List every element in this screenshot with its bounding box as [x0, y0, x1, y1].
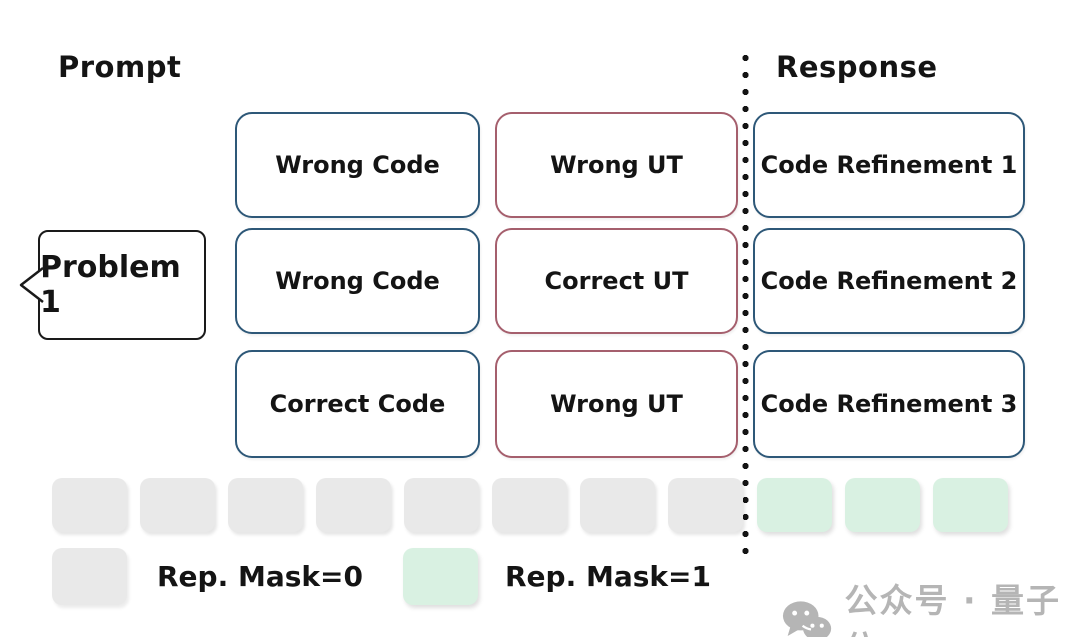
mask0-token [404, 478, 479, 532]
mask0-token [228, 478, 303, 532]
mask0-legend-swatch [52, 548, 127, 605]
code-refinement-box-1: Code Refinement 1 [753, 112, 1025, 218]
box-label: Wrong UT [550, 390, 683, 418]
mask0-token-row [52, 478, 743, 532]
mask0-token [668, 478, 743, 532]
watermark-text: 公众号 · 量子位 [844, 581, 1062, 637]
mask0-token [140, 478, 215, 532]
mask0-token [580, 478, 655, 532]
box-label: Wrong UT [550, 151, 683, 179]
code-refinement-box-2: Code Refinement 2 [753, 228, 1025, 334]
box-label: Wrong Code [275, 151, 440, 179]
box-label: Code Refinement 1 [760, 151, 1018, 179]
mask0-token [52, 478, 127, 532]
problem-speech-bubble: Problem 1 [19, 230, 206, 340]
box-label: Code Refinement 2 [760, 267, 1018, 295]
speech-bubble-tail [19, 267, 44, 303]
correct-ut-box: Correct UT [495, 228, 738, 334]
problem-label: Problem 1 [40, 250, 181, 320]
code-refinement-box-3: Code Refinement 3 [753, 350, 1025, 458]
wrong-ut-box-1: Wrong UT [495, 112, 738, 218]
response-header: Response [776, 50, 938, 84]
mask1-legend-swatch [403, 548, 478, 605]
prompt-response-dotted-divider [742, 50, 749, 555]
mask0-token [492, 478, 567, 532]
prompt-header: Prompt [58, 50, 182, 84]
wechat-icon [782, 601, 832, 637]
mask1-token [933, 478, 1008, 532]
box-label: Code Refinement 3 [760, 390, 1018, 418]
box-label: Correct Code [269, 390, 446, 418]
wrong-code-box-2: Wrong Code [235, 228, 480, 334]
mask1-token [845, 478, 920, 532]
mask0-legend-label: Rep. Mask=0 [157, 560, 363, 593]
watermark: 公众号 · 量子位 [782, 574, 1080, 637]
box-label: Wrong Code [275, 267, 440, 295]
mask1-token-row [757, 478, 1008, 532]
wrong-ut-box-2: Wrong UT [495, 350, 738, 458]
mask1-token [757, 478, 832, 532]
box-label: Correct UT [544, 267, 689, 295]
correct-code-box: Correct Code [235, 350, 480, 458]
mask0-token [316, 478, 391, 532]
wrong-code-box-1: Wrong Code [235, 112, 480, 218]
mask1-legend-label: Rep. Mask=1 [505, 560, 711, 593]
